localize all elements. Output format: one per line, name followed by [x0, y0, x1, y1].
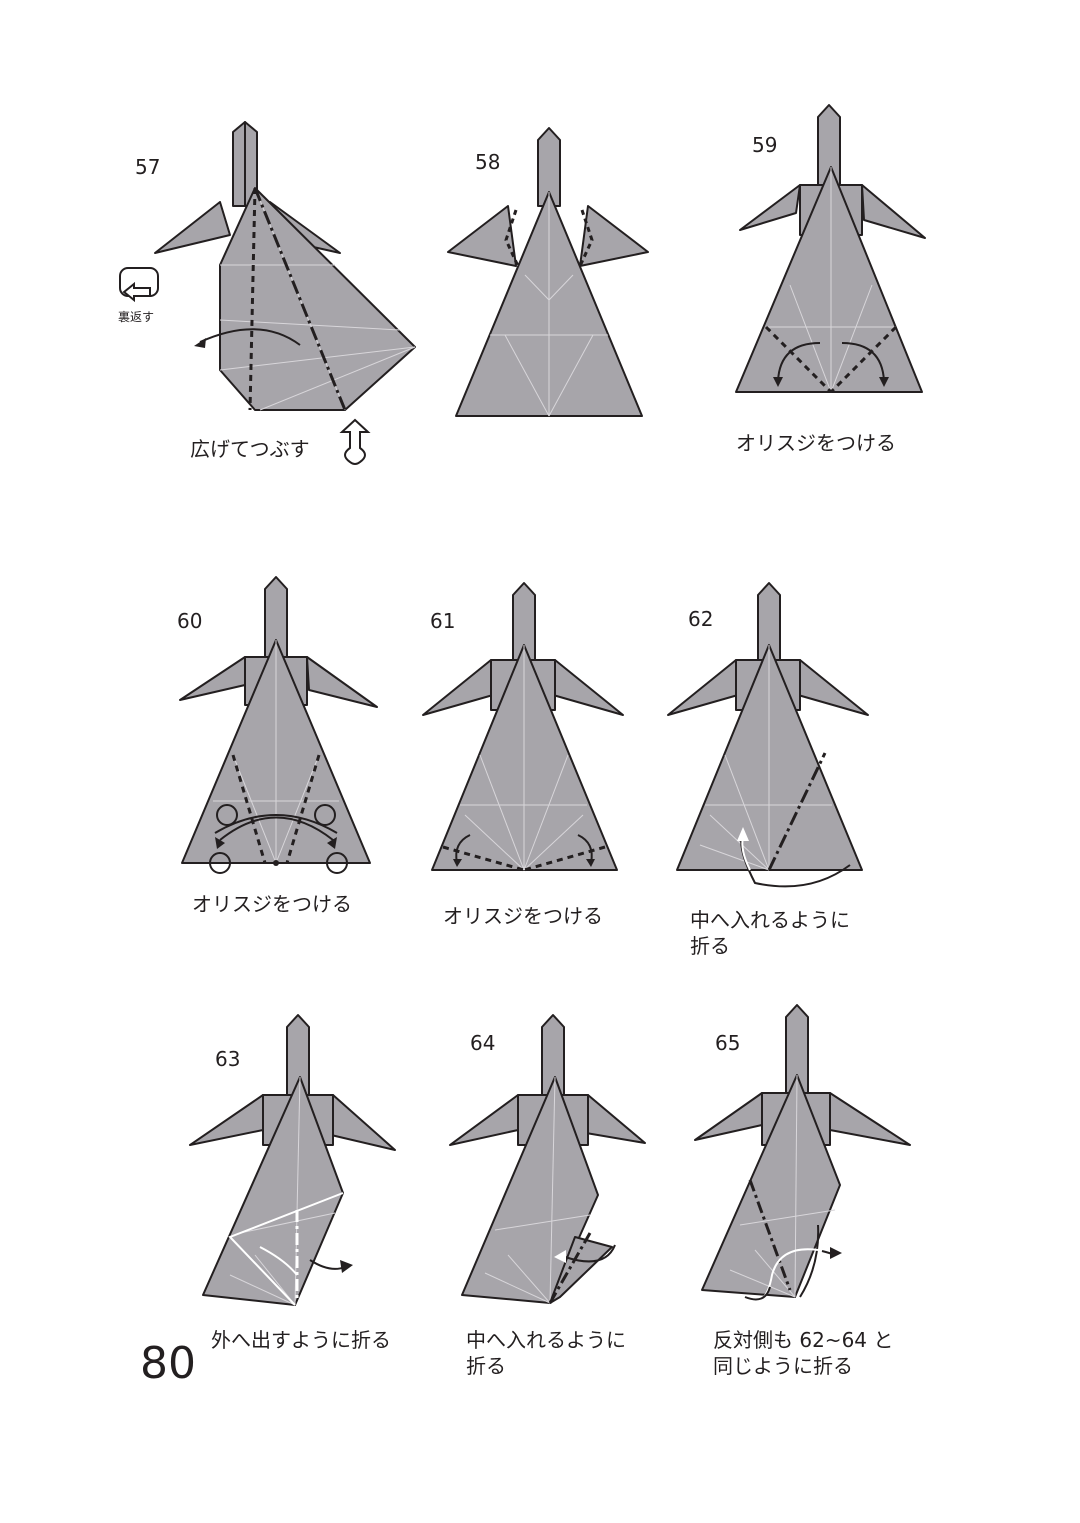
- step-number: 57: [135, 155, 161, 179]
- step-number: 58: [475, 150, 501, 174]
- step-60: 60: [115, 565, 435, 916]
- step-caption: オリスジをつける: [443, 904, 603, 928]
- step-number: 65: [715, 1031, 741, 1055]
- step-60-diagram: [179, 576, 378, 874]
- arrow-head-icon: [194, 338, 206, 348]
- step-caption: オリスジをつける: [736, 431, 896, 455]
- step-number: 61: [430, 609, 456, 633]
- step-number: 64: [470, 1031, 496, 1055]
- step-caption: 外へ出すように折る: [211, 1328, 391, 1352]
- step-64-diagram: [449, 1014, 646, 1304]
- step-59-diagram: [735, 104, 926, 394]
- step-caption: 中へ入れるように 折る: [466, 1328, 626, 1378]
- step-61: 61: [365, 565, 685, 928]
- step-number: 62: [688, 607, 714, 631]
- step-number: 63: [215, 1047, 241, 1071]
- step-caption: 中へ入れるように 折る: [690, 908, 850, 958]
- step-63-diagram: [189, 1014, 396, 1306]
- step-58-diagram: [447, 127, 649, 417]
- step-63: 63 外へ出すように折る: [135, 1005, 455, 1352]
- step-58: 58: [390, 110, 710, 440]
- step-65: 65 反対側も 62~64 と 同じように折る: [640, 1004, 960, 1378]
- step-number: 59: [752, 133, 778, 157]
- turn-over-label: 裏返す: [118, 310, 155, 324]
- turn-over-icon: [119, 267, 159, 303]
- step-62: 62 中へ入れるように 折る: [610, 565, 930, 958]
- step-59: 59: [670, 95, 990, 455]
- step-65-diagram: [694, 1004, 911, 1303]
- step-61-diagram: [422, 582, 624, 872]
- step-57: 57: [110, 110, 430, 465]
- step-caption: 広げてつぶす: [190, 437, 310, 461]
- page-number: 80: [140, 1338, 196, 1389]
- step-62-diagram: [667, 582, 869, 888]
- step-number: 60: [177, 609, 203, 633]
- push-arrow-icon: [339, 418, 371, 465]
- step-64: 64 中へ入れるように 折る: [390, 1005, 710, 1378]
- step-caption: オリスジをつける: [192, 892, 352, 916]
- step-caption: 反対側も 62~64 と 同じように折る: [713, 1328, 894, 1378]
- step-57-diagram: [119, 121, 416, 465]
